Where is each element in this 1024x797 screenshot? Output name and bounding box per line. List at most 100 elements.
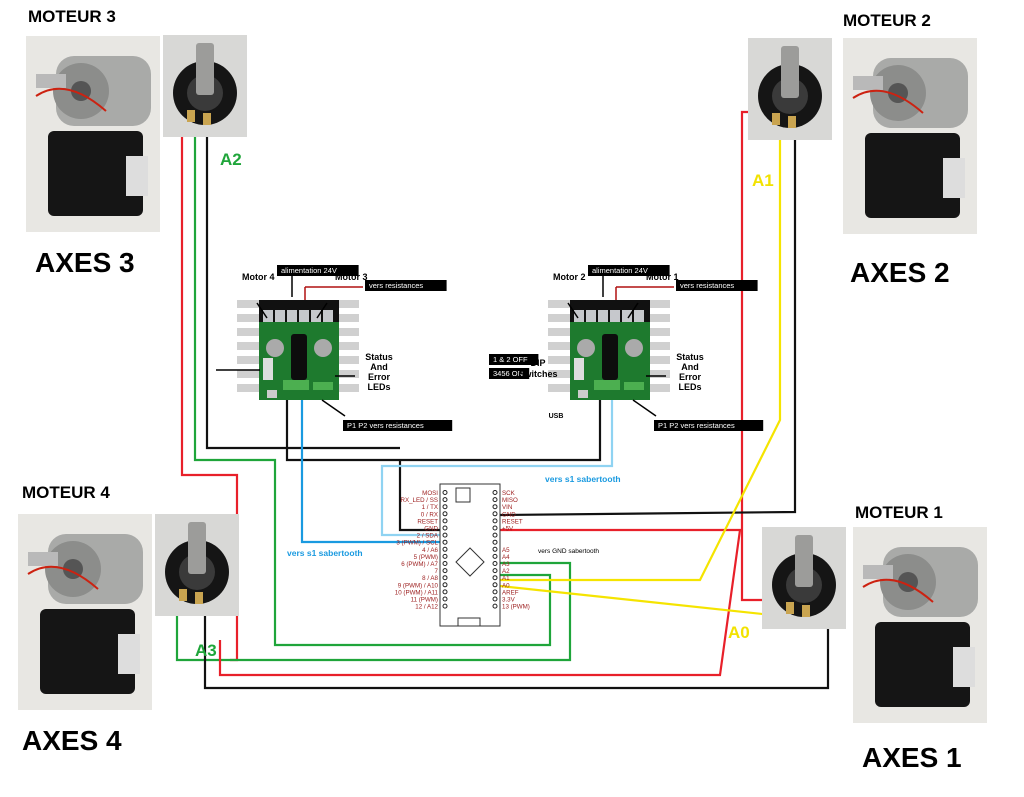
pin — [442, 504, 448, 510]
motor-photo — [842, 37, 978, 235]
dip-config-label: 1 & 2 OFF — [493, 355, 528, 364]
pin — [492, 582, 498, 588]
motor-label: MOTEUR 1 — [855, 503, 943, 522]
motor-photo — [17, 513, 153, 711]
arduino-pin-label: 6 (PWM) / A7 — [401, 561, 438, 568]
pin — [442, 539, 448, 545]
wires — [175, 110, 830, 690]
arduino-pin-label: MOSI — [422, 490, 438, 497]
arrow — [316, 302, 328, 319]
arduino-micro-board — [439, 483, 501, 627]
arduino-pin-label: A2 — [502, 568, 510, 575]
pin — [492, 589, 498, 595]
dip-config-label-bg — [489, 368, 530, 379]
sabertooth-board — [548, 300, 670, 400]
arduino-pin-label: 2 / SDA — [417, 533, 439, 540]
arduino-pin-label: 11 (PWM) — [411, 597, 438, 604]
pin — [442, 553, 448, 559]
arduino-pin-label: 13 (PWM) — [502, 604, 530, 611]
arduino-pin-label: A5 — [502, 547, 510, 554]
motor-terminal-label: Motor 1 — [646, 272, 679, 282]
axis-label: AXES 2 — [850, 257, 950, 288]
arrow — [256, 302, 268, 319]
power-label: alimentation 24V — [281, 266, 337, 275]
pin — [442, 490, 448, 495]
power-label: alimentation 24V — [592, 266, 648, 275]
pin — [442, 511, 448, 517]
p1p2-label-bg — [654, 420, 764, 431]
status-led-label: Error — [679, 372, 702, 382]
pin — [442, 497, 448, 503]
pin — [442, 525, 448, 531]
status-led-label: LEDs — [678, 382, 701, 392]
wire-yellow-a1 — [500, 112, 782, 582]
motor-terminal-label: Motor 3 — [335, 272, 368, 282]
pin — [492, 539, 498, 545]
pot-analog-label: A0 — [728, 623, 750, 642]
pin — [442, 589, 448, 595]
arduino-pin-label: 3.3V — [502, 597, 516, 604]
wire-green-a3 — [175, 561, 572, 662]
arrow — [632, 399, 657, 417]
potentiometer-photo — [762, 527, 846, 629]
pin — [492, 553, 498, 559]
arduino-pin-label: AREF — [502, 589, 519, 596]
pin — [492, 596, 498, 602]
arduino-chip — [455, 547, 485, 577]
wire-black-arduino-gnd — [398, 460, 440, 532]
arduino-pin-label: A0 — [502, 582, 510, 589]
pin — [442, 568, 448, 574]
resist-label-bg — [676, 280, 758, 291]
wire-red-5v — [218, 528, 742, 677]
dip-switches-label: Switches — [518, 369, 557, 379]
arduino-pin-label: 0 / RX — [421, 511, 438, 518]
arduino-pin-label: 4 / A6 — [422, 547, 438, 554]
arduino-pin-label: RESET — [502, 518, 523, 525]
pin — [492, 575, 498, 581]
arduino-pin-label: 7 — [435, 568, 439, 575]
pin — [492, 568, 498, 574]
pot-analog-label: A2 — [220, 150, 242, 169]
p1p2-label: P1 P2 vers resistances — [347, 421, 424, 430]
arduino-pin-label: A4 — [502, 554, 510, 561]
arduino-pin-label: A3 — [502, 561, 510, 568]
motor-terminal-label: Motor 2 — [553, 272, 586, 282]
arduino-pin-label: MISO — [502, 497, 518, 504]
arduino-pin-label: 9 (PWM) / A10 — [398, 582, 439, 589]
note-gnd-sabertooth: vers GND sabertooth — [538, 548, 599, 555]
status-led-label: Error — [368, 372, 391, 382]
pot-analog-label: A1 — [752, 171, 774, 190]
motor-photo — [25, 35, 161, 233]
wire-blue-scl — [300, 398, 440, 544]
dip-switches-label: DIP — [530, 358, 545, 368]
pin — [442, 518, 448, 524]
axis-label: AXES 4 — [22, 725, 122, 756]
arduino-pin-label: 3 (PWM) / SCL — [396, 540, 438, 547]
motor-label: MOTEUR 4 — [22, 483, 110, 502]
pin — [492, 490, 498, 495]
pin — [492, 561, 498, 566]
arduino-pin-label: 12 / A12 — [415, 604, 438, 611]
pin — [492, 504, 498, 510]
arrow — [321, 399, 346, 417]
arduino-pin-label: A1 — [502, 575, 510, 582]
axis-label: AXES 1 — [862, 742, 962, 773]
potentiometer-photo — [748, 38, 832, 140]
status-led-label: LEDs — [367, 382, 390, 392]
wire-lightblue-sda — [380, 398, 614, 537]
pin — [492, 532, 498, 538]
status-led-label: Status — [676, 352, 704, 362]
dip-config-label: 3456 ON — [493, 369, 523, 378]
arrow — [567, 302, 579, 319]
pot-analog-label: A3 — [195, 641, 217, 660]
pin — [442, 596, 448, 602]
motor-label: MOTEUR 3 — [28, 7, 116, 26]
status-led-label: And — [681, 362, 699, 372]
pin — [442, 575, 448, 581]
arduino-pin-label: 5 (PWM) — [414, 554, 438, 561]
pin — [442, 582, 448, 588]
parts — [17, 35, 988, 724]
